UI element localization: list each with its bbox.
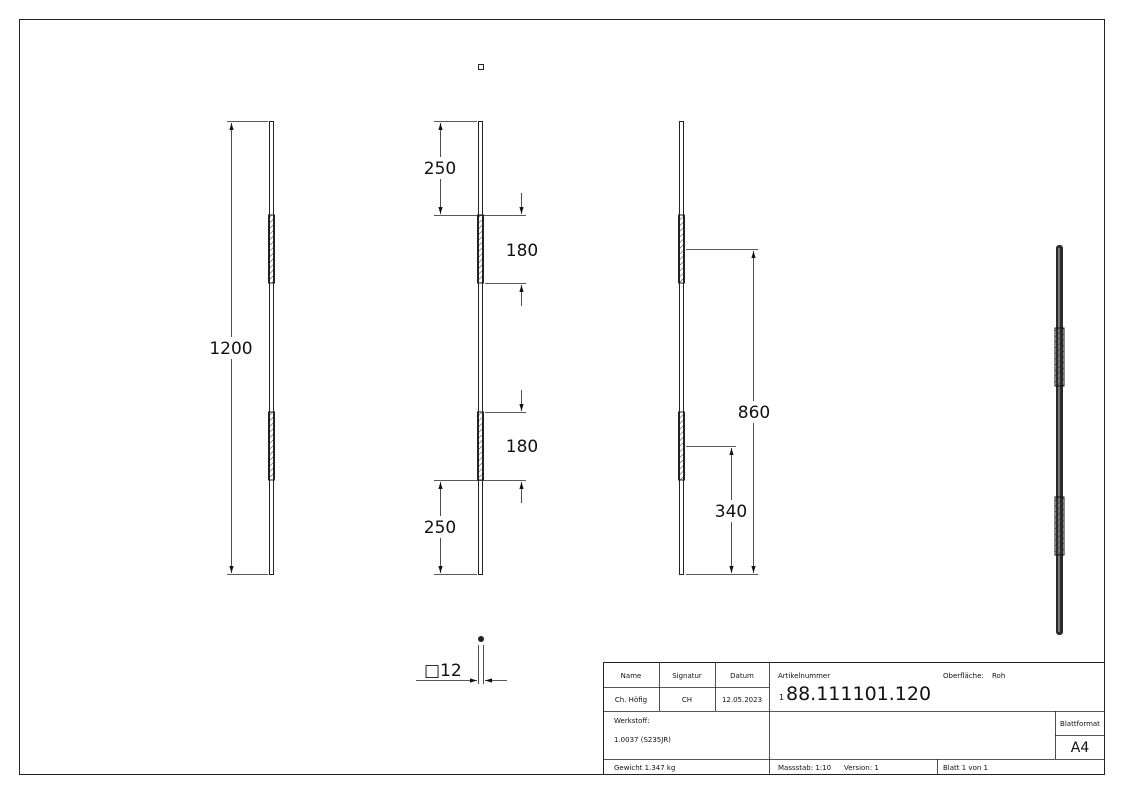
dim-section-size: □12	[424, 661, 462, 681]
dim-twist-top: 180	[506, 241, 538, 261]
section-marker	[478, 64, 484, 70]
version-text: Version: 1	[844, 764, 879, 772]
dim-twist-bottom: 180	[506, 437, 538, 457]
date-label: Datum	[730, 672, 754, 680]
signature-label: Signatur	[672, 672, 702, 680]
sheet-border	[19, 19, 1105, 775]
article-number: 88.111101.120	[786, 683, 931, 705]
twist-section-lower	[477, 411, 484, 481]
dim-end-bottom: 250	[424, 518, 456, 538]
date-value: 12.05.2023	[722, 696, 762, 704]
surface-label: Oberfläche:	[943, 672, 984, 680]
sheet-text: Blatt 1 von 1	[943, 764, 988, 772]
bar-outline	[478, 121, 483, 575]
surface-value: Roh	[992, 672, 1005, 680]
article-label: Artikelnummer	[778, 672, 830, 680]
view-front: 1200	[209, 121, 275, 575]
scale-text: Massstab: 1:10	[778, 764, 831, 772]
bar-outline	[679, 121, 684, 575]
weight-text: Gewicht 1.347 kg	[614, 764, 675, 772]
twist-section-upper	[678, 214, 685, 284]
material-value: 1.0037 (S235JR)	[614, 736, 671, 744]
section-point	[478, 636, 484, 642]
twist-section-upper	[268, 214, 275, 284]
title-block: Name Signatur Datum Ch. Höfig CH 12.05.2…	[603, 662, 1105, 775]
dim-twist-distance-lower: 340	[715, 502, 747, 522]
name-value: Ch. Höfig	[615, 696, 647, 704]
twist-section-lower	[678, 411, 685, 481]
dim-end-top: 250	[424, 159, 456, 179]
sheet-format-value: A4	[1071, 740, 1090, 756]
article-prefix: 1	[779, 693, 784, 702]
name-label: Name	[621, 672, 642, 680]
twist-section-upper	[477, 214, 484, 284]
dim-overall-length: 1200	[209, 339, 252, 359]
bar-3d-render	[1054, 245, 1065, 635]
view-rear: 860 340	[678, 121, 772, 575]
bar-outline	[269, 121, 274, 575]
view-section: □12	[416, 636, 507, 684]
dim-twist-distance-upper: 860	[738, 403, 770, 423]
view-side: 250 180 180 250	[421, 64, 538, 575]
twist-section-lower	[268, 411, 275, 481]
material-label: Werkstoff:	[614, 717, 650, 725]
signature-value: CH	[682, 696, 692, 704]
sheet-format-label: Blattformat	[1060, 720, 1100, 728]
